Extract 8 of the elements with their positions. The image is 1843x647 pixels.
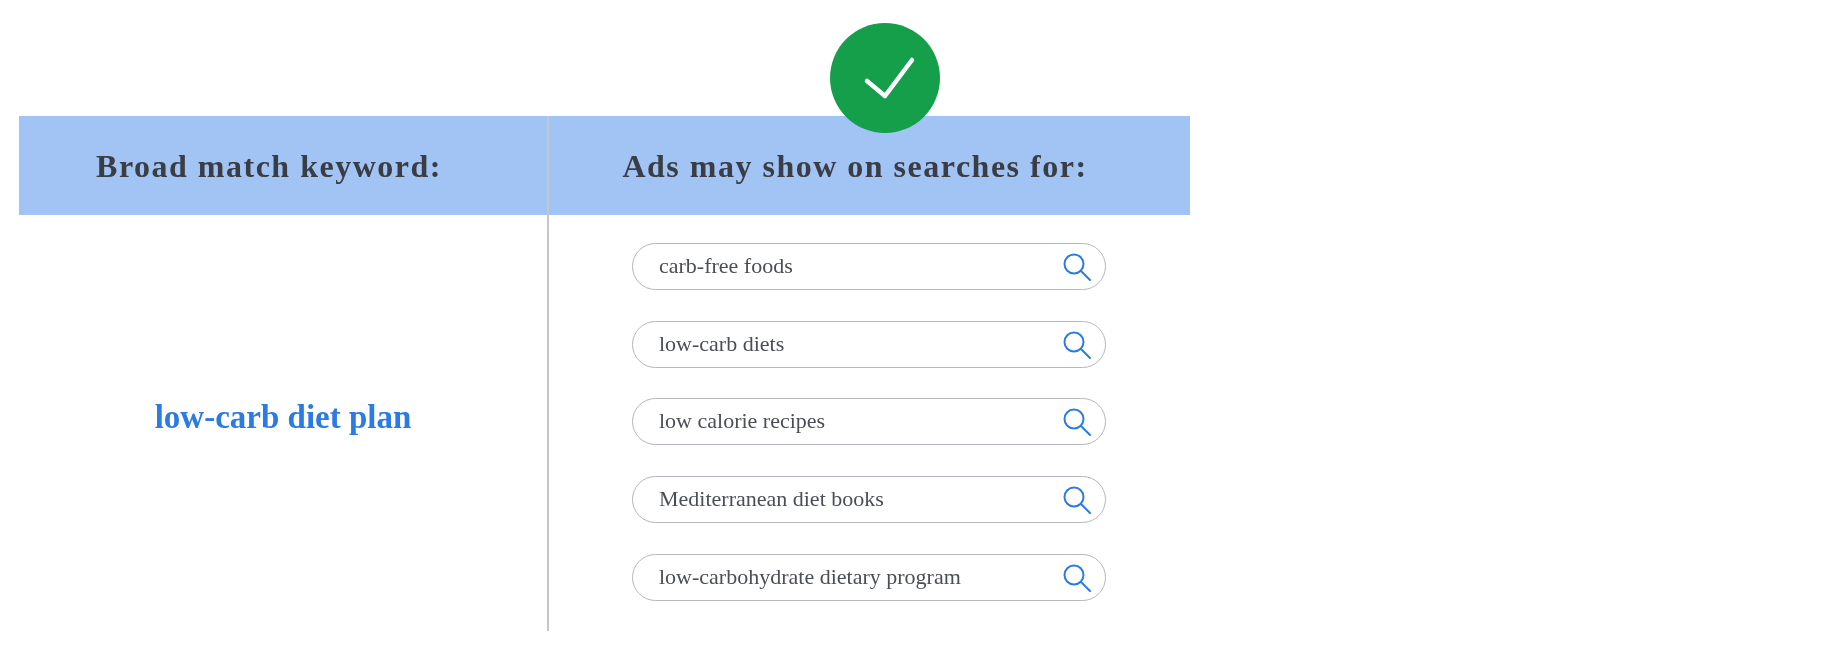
search-field: low calorie recipes (632, 398, 1106, 445)
search-field: carb-free foods (632, 243, 1106, 290)
search-field: low-carbohydrate dietary program (632, 554, 1106, 601)
keyword-text: low-carb diet plan (154, 398, 412, 436)
search-field: Mediterranean diet books (632, 476, 1106, 523)
column-header: Broad match keyword: (96, 147, 442, 184)
search-field: low-carb diets (632, 321, 1106, 368)
column-header: Ads may show on searches for: (622, 147, 1088, 184)
